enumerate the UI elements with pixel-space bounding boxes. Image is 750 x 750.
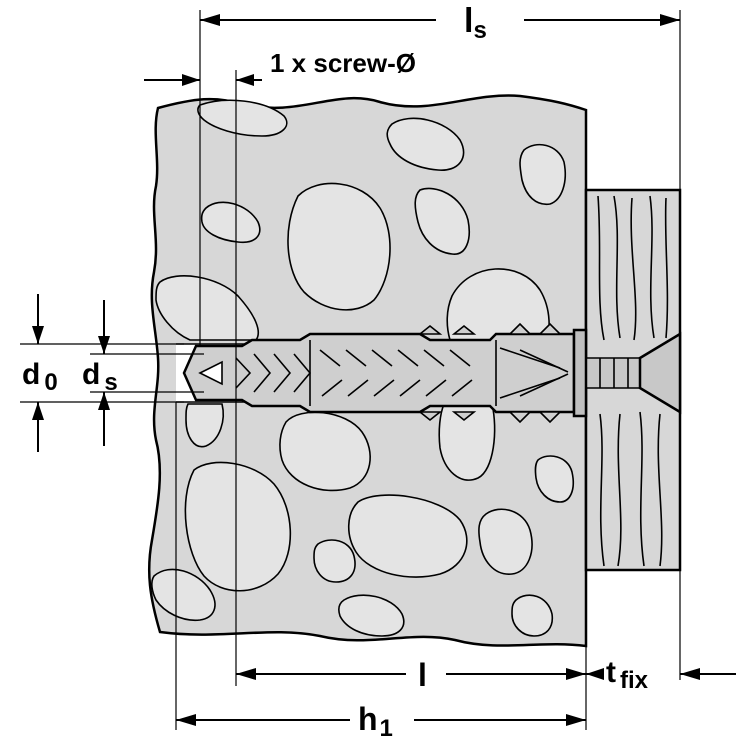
dimension-h1: h1 [176, 701, 586, 742]
screw-diameter-label: 1 x screw-Ø [270, 48, 416, 78]
dimension-ls: ls [200, 2, 680, 44]
plastic-anchor [182, 322, 588, 424]
dimension-l: l [236, 657, 586, 693]
l-label: l [418, 657, 427, 693]
dimension-screw-diameter: 1 x screw-Ø [144, 48, 416, 86]
wall-cavities [151, 99, 575, 637]
h1-label: h1 [358, 701, 393, 742]
ls-label: ls [464, 2, 487, 44]
